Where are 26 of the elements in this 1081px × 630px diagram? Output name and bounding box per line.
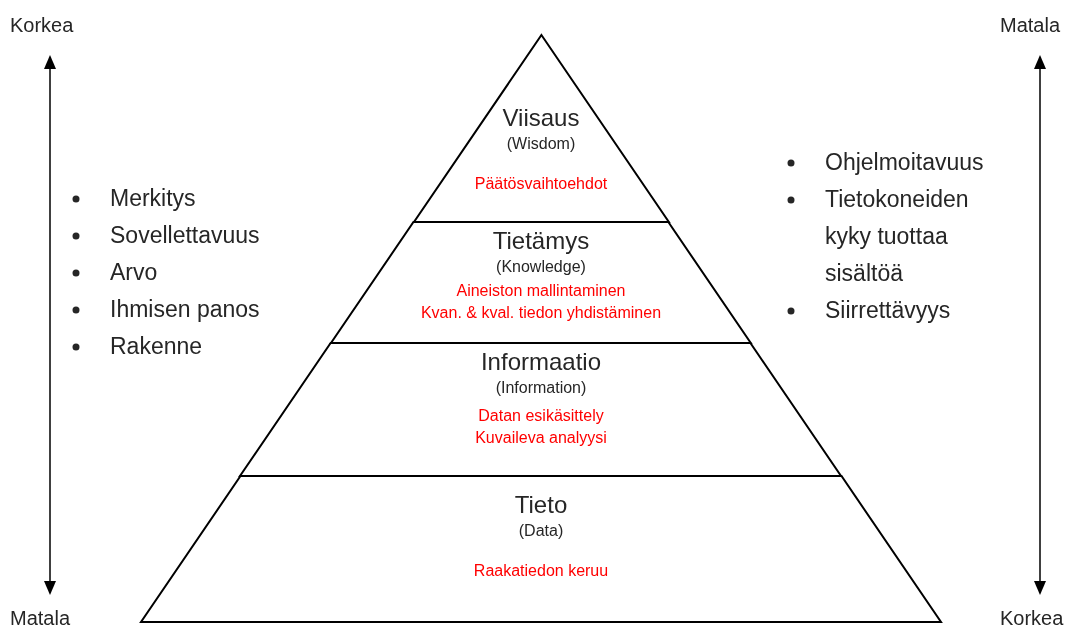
level-subtitle: (Knowledge) (496, 257, 586, 277)
bullet-item: Tietokoneiden kyky tuottaa sisältöä (825, 185, 970, 288)
method-text: Aineiston mallintaminen (456, 281, 626, 301)
level-title: Informaatio (480, 347, 601, 377)
method-text: Raakatiedon keruu (473, 561, 609, 581)
scale-label: Korkea (1000, 606, 1064, 630)
level-title: Tieto (514, 490, 568, 520)
scale-label: Matala (1000, 13, 1061, 37)
level-subtitle: (Wisdom) (506, 134, 576, 154)
bullet-item: Merkitys (110, 184, 197, 213)
method-text: Datan esikäsittely (478, 406, 604, 426)
method-text: Kvan. & kval. tiedon yhdistäminen (420, 303, 662, 323)
method-text: Päätösvaihtoehdot (474, 174, 608, 194)
scale-label: Korkea (10, 13, 74, 37)
level-subtitle: (Information) (495, 378, 587, 398)
bullet-item: Ihmisen panos (110, 295, 261, 324)
bullet-item: Ohjelmoitavuus (825, 148, 985, 177)
bullet-item: Siirrettävyys (825, 296, 952, 325)
bullet-item: Sovellettavuus (110, 221, 261, 250)
scale-label: Matala (10, 606, 71, 630)
bullet-item: Rakenne (110, 332, 204, 361)
method-text: Kuvaileva analyysi (475, 428, 607, 448)
level-subtitle: (Data) (518, 521, 564, 541)
bullet-item: Arvo (110, 258, 159, 287)
level-title: Tietämys (492, 226, 590, 256)
level-title: Viisaus (502, 103, 580, 133)
